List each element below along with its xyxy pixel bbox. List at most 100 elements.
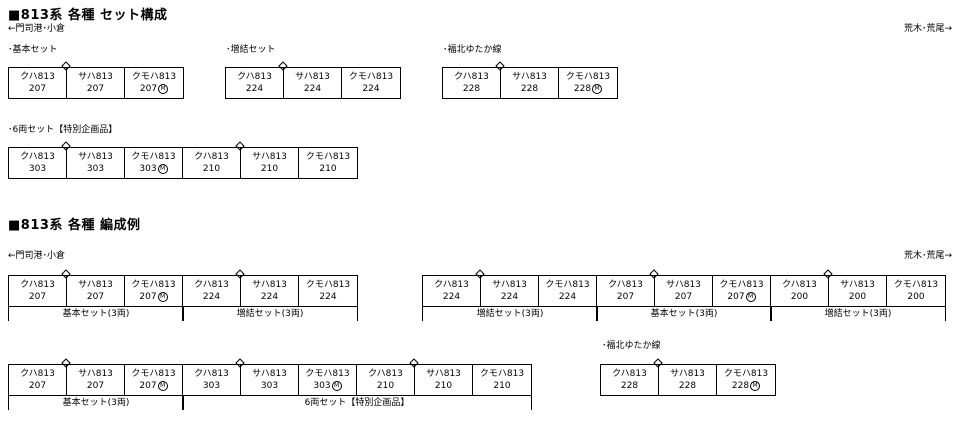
- section2-title: ■813系 各種 編成例: [8, 218, 141, 233]
- car-type: クモハ813: [131, 280, 176, 290]
- car-type: クハ813: [194, 152, 229, 162]
- car-number-line: 207: [9, 380, 66, 392]
- pantograph-icon: [475, 264, 485, 279]
- car-number-line: 224: [481, 291, 538, 303]
- train-car: サハ813 224: [481, 276, 539, 306]
- car-number: 224: [442, 292, 461, 302]
- car-type: サハ813: [78, 280, 113, 290]
- car-type: クモハ813: [305, 280, 351, 290]
- car-number-line: 303: [9, 163, 66, 175]
- car-type: サハ813: [666, 280, 701, 290]
- motor-car-icon: M: [592, 83, 603, 94]
- car-type: サハ813: [492, 280, 527, 290]
- car-type: クハ813: [782, 280, 817, 290]
- motor-car-icon: M: [157, 163, 168, 174]
- car-number: 210: [434, 381, 453, 391]
- car-number: 228: [462, 84, 481, 94]
- pantograph-icon: [235, 264, 245, 279]
- car-type: サハ813: [78, 152, 113, 162]
- car-number-line: 228: [501, 83, 558, 95]
- train-car: サハ813 210: [415, 365, 473, 395]
- car-type: クモハ813: [348, 72, 394, 82]
- pantograph-icon: [61, 56, 71, 71]
- set-span-label: 基本セット(3両): [596, 307, 772, 321]
- car-number: 207: [28, 84, 47, 94]
- car-number-line: 303: [67, 163, 124, 175]
- train-car: クモハ813 210: [299, 148, 357, 178]
- car-type: クハ813: [20, 280, 55, 290]
- car-type: サハ813: [426, 369, 461, 379]
- train-car: クハ813 228: [443, 68, 501, 98]
- car-number: 224: [245, 84, 264, 94]
- car-number-line: 207: [67, 380, 124, 392]
- car-type: サハ813: [512, 72, 547, 82]
- car-number: 207: [28, 381, 47, 391]
- car-type: サハ813: [78, 369, 113, 379]
- car-number-line: 224: [423, 291, 480, 303]
- car-number: 207: [86, 292, 105, 302]
- car-number: 224: [260, 292, 279, 302]
- car-number: 210: [202, 164, 221, 174]
- car-number-line: 224: [183, 291, 240, 303]
- motor-car-icon: M: [331, 380, 342, 391]
- car-type: クハ813: [368, 369, 403, 379]
- car-number: 224: [500, 292, 519, 302]
- car-type: サハ813: [252, 369, 287, 379]
- car-number: 210: [319, 164, 337, 174]
- car-number-line: 228: [601, 380, 658, 392]
- set-span-label: 基本セット(3両): [8, 307, 184, 321]
- car-type: クモハ813: [131, 152, 176, 162]
- car-type: クモハ813: [893, 280, 939, 290]
- car-number-line: 200: [887, 291, 945, 303]
- formation-label-fukuhoku: ･福北ゆたか線: [602, 341, 661, 351]
- motor-car-icon: M: [745, 291, 756, 302]
- car-number-line: 224: [284, 83, 341, 95]
- car-number: 303: [313, 381, 331, 391]
- section1-direction-left: ←門司港･小倉: [8, 24, 66, 34]
- car-type: クモハ813: [131, 72, 177, 82]
- car-number: 210: [493, 381, 511, 391]
- car-type: クハ813: [454, 72, 489, 82]
- car-number-line: 200: [829, 291, 886, 303]
- train-car: クハ813 207: [9, 68, 67, 98]
- car-number: 200: [907, 292, 925, 302]
- car-number: 303: [260, 381, 279, 391]
- car-number: 303: [139, 164, 157, 174]
- car-type: クハ813: [612, 369, 647, 379]
- car-type: クハ813: [20, 72, 55, 82]
- car-number: 207: [727, 292, 745, 302]
- car-type: クモハ813: [305, 152, 351, 162]
- car-type: クモハ813: [565, 72, 611, 82]
- train-car: クハ813 210: [183, 148, 241, 178]
- car-number-line: 224: [539, 291, 596, 303]
- car-number: 207: [139, 84, 158, 94]
- car-number-line: 207: [9, 83, 66, 95]
- car-number-line: 224: [226, 83, 283, 95]
- car-number: 200: [848, 292, 867, 302]
- pantograph-icon: [649, 264, 659, 279]
- car-type: クモハ813: [479, 369, 525, 379]
- car-number: 210: [260, 164, 279, 174]
- section2-direction-left: ←門司港･小倉: [8, 251, 66, 261]
- car-type: クハ813: [194, 369, 229, 379]
